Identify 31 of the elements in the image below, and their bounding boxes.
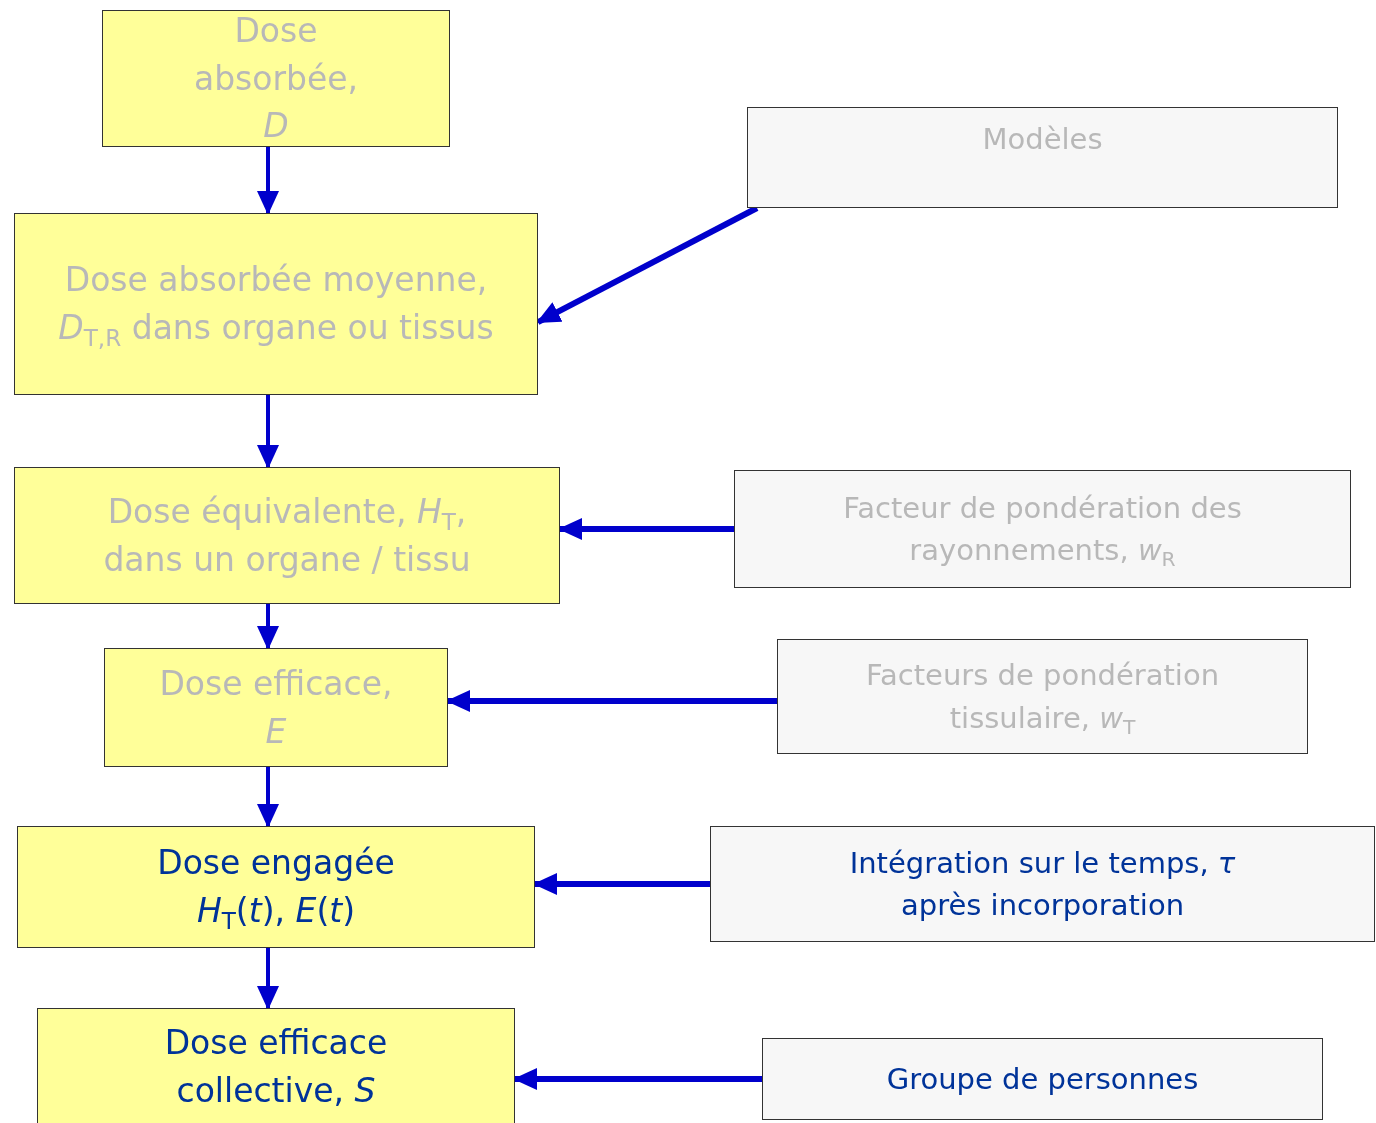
arrow	[513, 1068, 762, 1090]
quantity-label: Dose efficace, E	[158, 662, 394, 753]
arrow	[446, 690, 777, 712]
quantity-label: Dose absorbée, D	[192, 9, 360, 148]
quantity-box	[17, 826, 535, 948]
arrow	[257, 767, 279, 828]
factor-box	[710, 826, 1375, 942]
factor-label: Facteurs de pondération tissulaire, w$_{T}$	[864, 657, 1221, 739]
factor-label: Facteur de pondération des rayonnements, w$_{R}$	[842, 489, 1243, 572]
arrow	[533, 873, 710, 895]
factor-box	[777, 639, 1308, 754]
factor-label: Modèles	[982, 121, 1103, 158]
arrow	[257, 395, 279, 469]
quantity-box	[104, 648, 448, 767]
quantity-box	[14, 467, 560, 604]
factor-box	[734, 470, 1351, 588]
quantity-label: Dose efficace collective, S	[163, 1022, 389, 1112]
quantity-box	[14, 213, 538, 395]
quantity-label: Dose engagée H$_{T}$(t), E(t)	[156, 842, 396, 935]
factor-box	[747, 107, 1338, 208]
quantity-box	[102, 10, 450, 147]
arrow	[257, 948, 279, 1010]
factor-label: Intégration sur le temps, τ après incorporation	[848, 844, 1237, 924]
arrow	[257, 604, 279, 650]
factor-box	[762, 1038, 1323, 1120]
arrow	[257, 147, 279, 215]
arrow	[558, 518, 734, 540]
quantity-label: Dose absorbée moyenne, D$_{T,R}$ dans organe ou tissus	[57, 259, 495, 352]
factor-label: Groupe de personnes	[886, 1060, 1199, 1098]
quantity-label: Dose équivalente, H$_{T}$, dans un organe / tissu	[102, 490, 472, 581]
quantity-box	[37, 1008, 515, 1123]
